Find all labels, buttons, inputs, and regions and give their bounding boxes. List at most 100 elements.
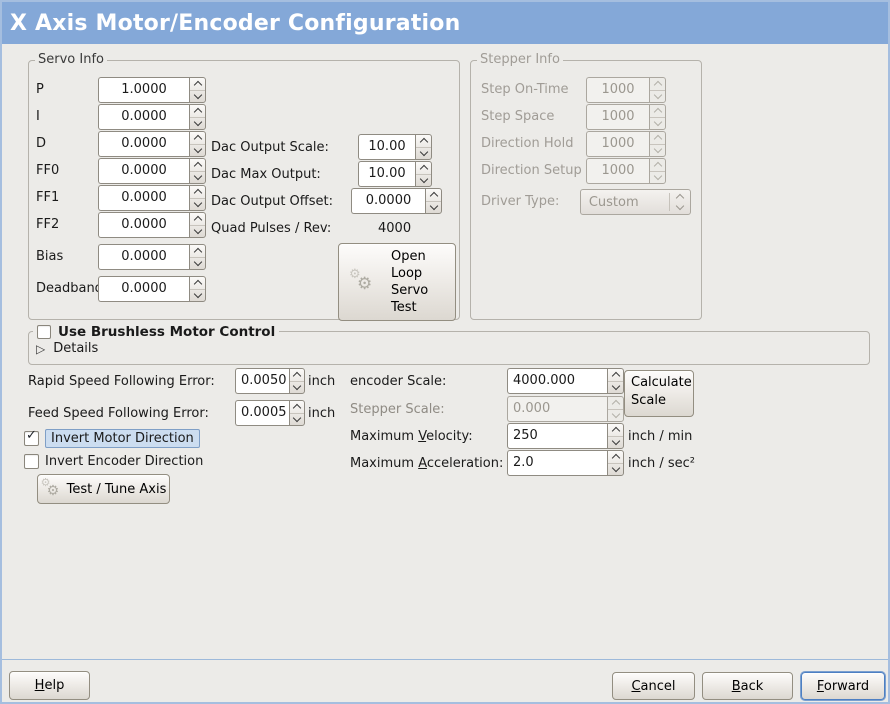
servo-param-spinbox[interactable]: 0.0000 <box>98 212 206 238</box>
spin-entry: 1000 <box>586 104 649 130</box>
spin-down-button[interactable] <box>190 117 205 130</box>
chevron-up-icon <box>429 192 438 201</box>
spin-down-button[interactable] <box>190 257 205 270</box>
spin-buttons[interactable] <box>189 104 206 130</box>
invert-motor-label[interactable]: Invert Motor Direction <box>45 429 200 448</box>
spin-up-button[interactable] <box>190 105 205 118</box>
spin-down-button[interactable] <box>608 436 623 449</box>
spin-down-button[interactable] <box>190 225 205 238</box>
spin-entry[interactable]: 1.0000 <box>98 77 189 103</box>
dac-spinbox[interactable]: 10.00 <box>358 134 432 160</box>
spin-down-button[interactable] <box>608 463 623 476</box>
servo-param-spinbox[interactable]: 0.0000 <box>98 104 206 130</box>
action-area-separator <box>2 659 888 660</box>
spin-entry[interactable]: 0.0000 <box>98 276 189 302</box>
servo-param-spinbox[interactable]: 0.0000 <box>98 185 206 211</box>
cancel-button[interactable]: Cancel <box>612 672 695 700</box>
spin-down-button[interactable] <box>426 201 441 214</box>
spin-buttons[interactable] <box>189 131 206 157</box>
spin-buttons[interactable] <box>415 161 432 187</box>
maximum-velocity-spinbox[interactable]: 250 <box>507 423 624 449</box>
spin-buttons[interactable] <box>189 185 206 211</box>
spin-up-button[interactable] <box>190 159 205 172</box>
test-tune-axis-button[interactable]: ⚙ ⚙ Test / Tune Axis <box>37 474 170 504</box>
open-loop-servo-test-button[interactable]: ⚙ ⚙ Open Loop Servo Test <box>338 243 456 321</box>
spin-entry[interactable]: 0.0000 <box>98 104 189 130</box>
forward-button[interactable]: Forward <box>801 672 885 700</box>
spin-down-button[interactable] <box>190 171 205 184</box>
spin-buttons[interactable] <box>607 423 624 449</box>
servo-param-spinbox[interactable]: 0.0000 <box>98 276 206 302</box>
spin-buttons[interactable] <box>425 188 442 214</box>
spin-buttons[interactable] <box>189 244 206 270</box>
spin-entry[interactable]: 10.00 <box>358 134 415 160</box>
spin-entry[interactable]: 4000.000 <box>507 368 607 394</box>
servo-param-spinbox[interactable]: 1.0000 <box>98 77 206 103</box>
spin-entry[interactable]: 250 <box>507 423 607 449</box>
servo-param-spinbox[interactable]: 0.0000 <box>98 158 206 184</box>
spin-up-button[interactable] <box>190 132 205 145</box>
spin-up-button[interactable] <box>190 78 205 91</box>
chevron-down-icon <box>292 381 302 390</box>
spin-up-button[interactable] <box>290 401 304 414</box>
dac-spinbox[interactable]: 0.0000 <box>351 188 442 214</box>
spin-buttons[interactable] <box>607 368 624 394</box>
spin-entry[interactable]: 10.00 <box>358 161 415 187</box>
spin-up-button[interactable] <box>426 189 441 202</box>
spin-buttons[interactable] <box>189 276 206 302</box>
spin-up-button[interactable] <box>190 245 205 258</box>
chevron-up-icon <box>193 216 202 225</box>
spin-buttons[interactable] <box>189 212 206 238</box>
spin-down-button[interactable] <box>190 289 205 302</box>
dac-spinbox[interactable]: 10.00 <box>358 161 432 187</box>
spin-down-button[interactable] <box>608 381 623 394</box>
spin-entry[interactable]: 0.0050 <box>235 368 289 394</box>
spin-buttons[interactable] <box>189 158 206 184</box>
spin-up-button[interactable] <box>290 369 304 382</box>
maximum-acceleration-spinbox[interactable]: 2.0 <box>507 450 624 476</box>
spin-buttons[interactable] <box>607 450 624 476</box>
invert-encoder-checkbox[interactable] <box>24 454 39 469</box>
spin-up-button[interactable] <box>608 424 623 437</box>
spin-entry[interactable]: 0.0000 <box>351 188 425 214</box>
spin-down-button[interactable] <box>416 147 431 160</box>
spin-down-button[interactable] <box>190 198 205 211</box>
spin-entry[interactable]: 0.0000 <box>98 212 189 238</box>
spin-entry[interactable]: 0.0000 <box>98 244 189 270</box>
spin-up-button[interactable] <box>190 186 205 199</box>
spin-down-button[interactable] <box>190 90 205 103</box>
servo-param-spinbox[interactable]: 0.0000 <box>98 131 206 157</box>
spin-buttons[interactable] <box>289 368 305 394</box>
spin-down-button[interactable] <box>416 174 431 187</box>
spin-up-button[interactable] <box>608 369 623 382</box>
spin-up-button[interactable] <box>190 213 205 226</box>
spin-up-button[interactable] <box>416 162 431 175</box>
invert-motor-checkbox[interactable]: ✓ <box>24 428 39 446</box>
encoder-scale-spinbox[interactable]: 4000.000 <box>507 368 624 394</box>
spin-buttons[interactable] <box>189 77 206 103</box>
spin-up-button[interactable] <box>190 277 205 290</box>
invert-encoder-label[interactable]: Invert Encoder Direction <box>45 454 204 469</box>
details-expander[interactable]: ▷ Details <box>36 341 98 356</box>
spin-down-button[interactable] <box>290 413 304 426</box>
spin-up-button[interactable] <box>416 135 431 148</box>
feed-following-error-spinbox[interactable]: 0.0005 <box>235 400 305 426</box>
spin-entry[interactable]: 0.0000 <box>98 131 189 157</box>
spin-entry[interactable]: 0.0000 <box>98 158 189 184</box>
spin-buttons[interactable] <box>415 134 432 160</box>
calculate-scale-button[interactable]: Calculate Scale <box>624 370 694 417</box>
help-button[interactable]: Help <box>9 671 90 700</box>
spin-down-button[interactable] <box>190 144 205 157</box>
spin-buttons[interactable] <box>289 400 305 426</box>
chevron-down-icon <box>653 144 662 153</box>
brushless-checkbox[interactable] <box>37 325 51 339</box>
back-button[interactable]: Back <box>702 672 793 700</box>
spin-down-button[interactable] <box>290 381 304 394</box>
rapid-following-error-spinbox[interactable]: 0.0050 <box>235 368 305 394</box>
spin-down-button <box>650 144 665 157</box>
servo-param-spinbox[interactable]: 0.0000 <box>98 244 206 270</box>
spin-up-button[interactable] <box>608 451 623 464</box>
spin-entry[interactable]: 2.0 <box>507 450 607 476</box>
spin-entry[interactable]: 0.0000 <box>98 185 189 211</box>
spin-entry[interactable]: 0.0005 <box>235 400 289 426</box>
